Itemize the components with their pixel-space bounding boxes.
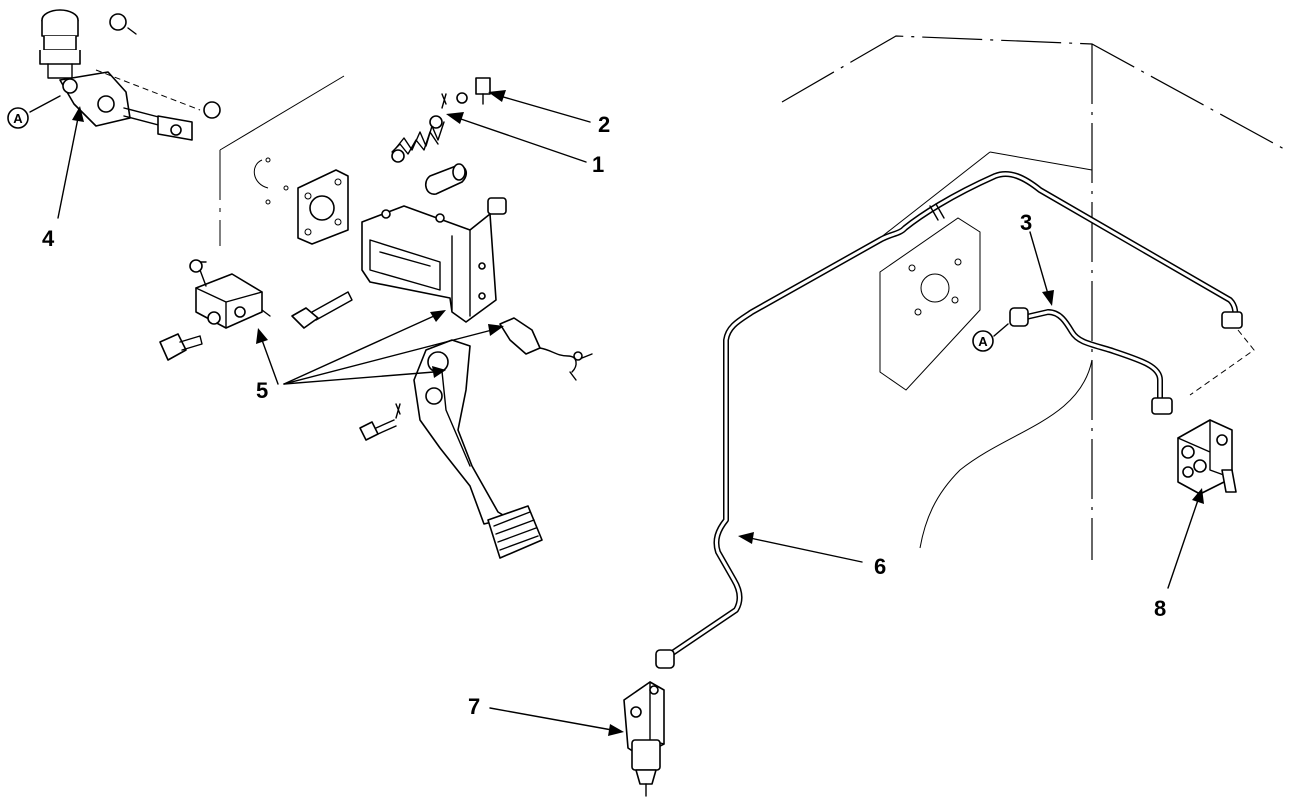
callout-6: 6 [874,554,886,579]
clutch-pedal-position-switch [189,259,271,329]
clutch-interlock-switch [499,317,593,381]
clutch-pedal [413,339,543,559]
clutch-pipe-junction [1177,419,1237,495]
callout-3: 3 [1020,210,1032,235]
clutch-assist-spring [391,115,445,163]
firewall-mounting-plate [879,217,981,391]
reference-marker-right-label: A [978,334,988,349]
callout-2: 2 [598,112,610,137]
reference-marker-left: A [7,107,29,129]
callout-1: 1 [592,152,604,177]
clutch-pipe [659,170,1239,663]
pedal-bracket-firewall [219,75,345,246]
pedal-pivot-bolt [291,291,353,329]
reference-marker-left-label: A [13,111,23,126]
pipe-flare-nuts [655,307,1243,669]
spring-bolt [441,77,491,109]
firewall-outline [781,35,1287,560]
callout-8: 8 [1154,596,1166,621]
callout-5: 5 [256,378,268,403]
callout-4: 4 [42,226,55,251]
dashed-connection-line [1189,329,1255,396]
reference-marker-right: A [972,330,994,352]
pedal-pivot-collar [424,163,468,195]
pedal-bracket-gasket [297,169,349,245]
mounting-bolt [159,333,203,361]
leader-lines [29,90,1204,736]
clutch-hose [1019,309,1163,403]
callout-7: 7 [468,694,480,719]
clutch-master-cylinder [39,9,221,141]
clutch-pedal-bracket [361,197,507,323]
clutch-slave-cylinder [623,681,665,797]
pedal-bolt [359,403,401,441]
